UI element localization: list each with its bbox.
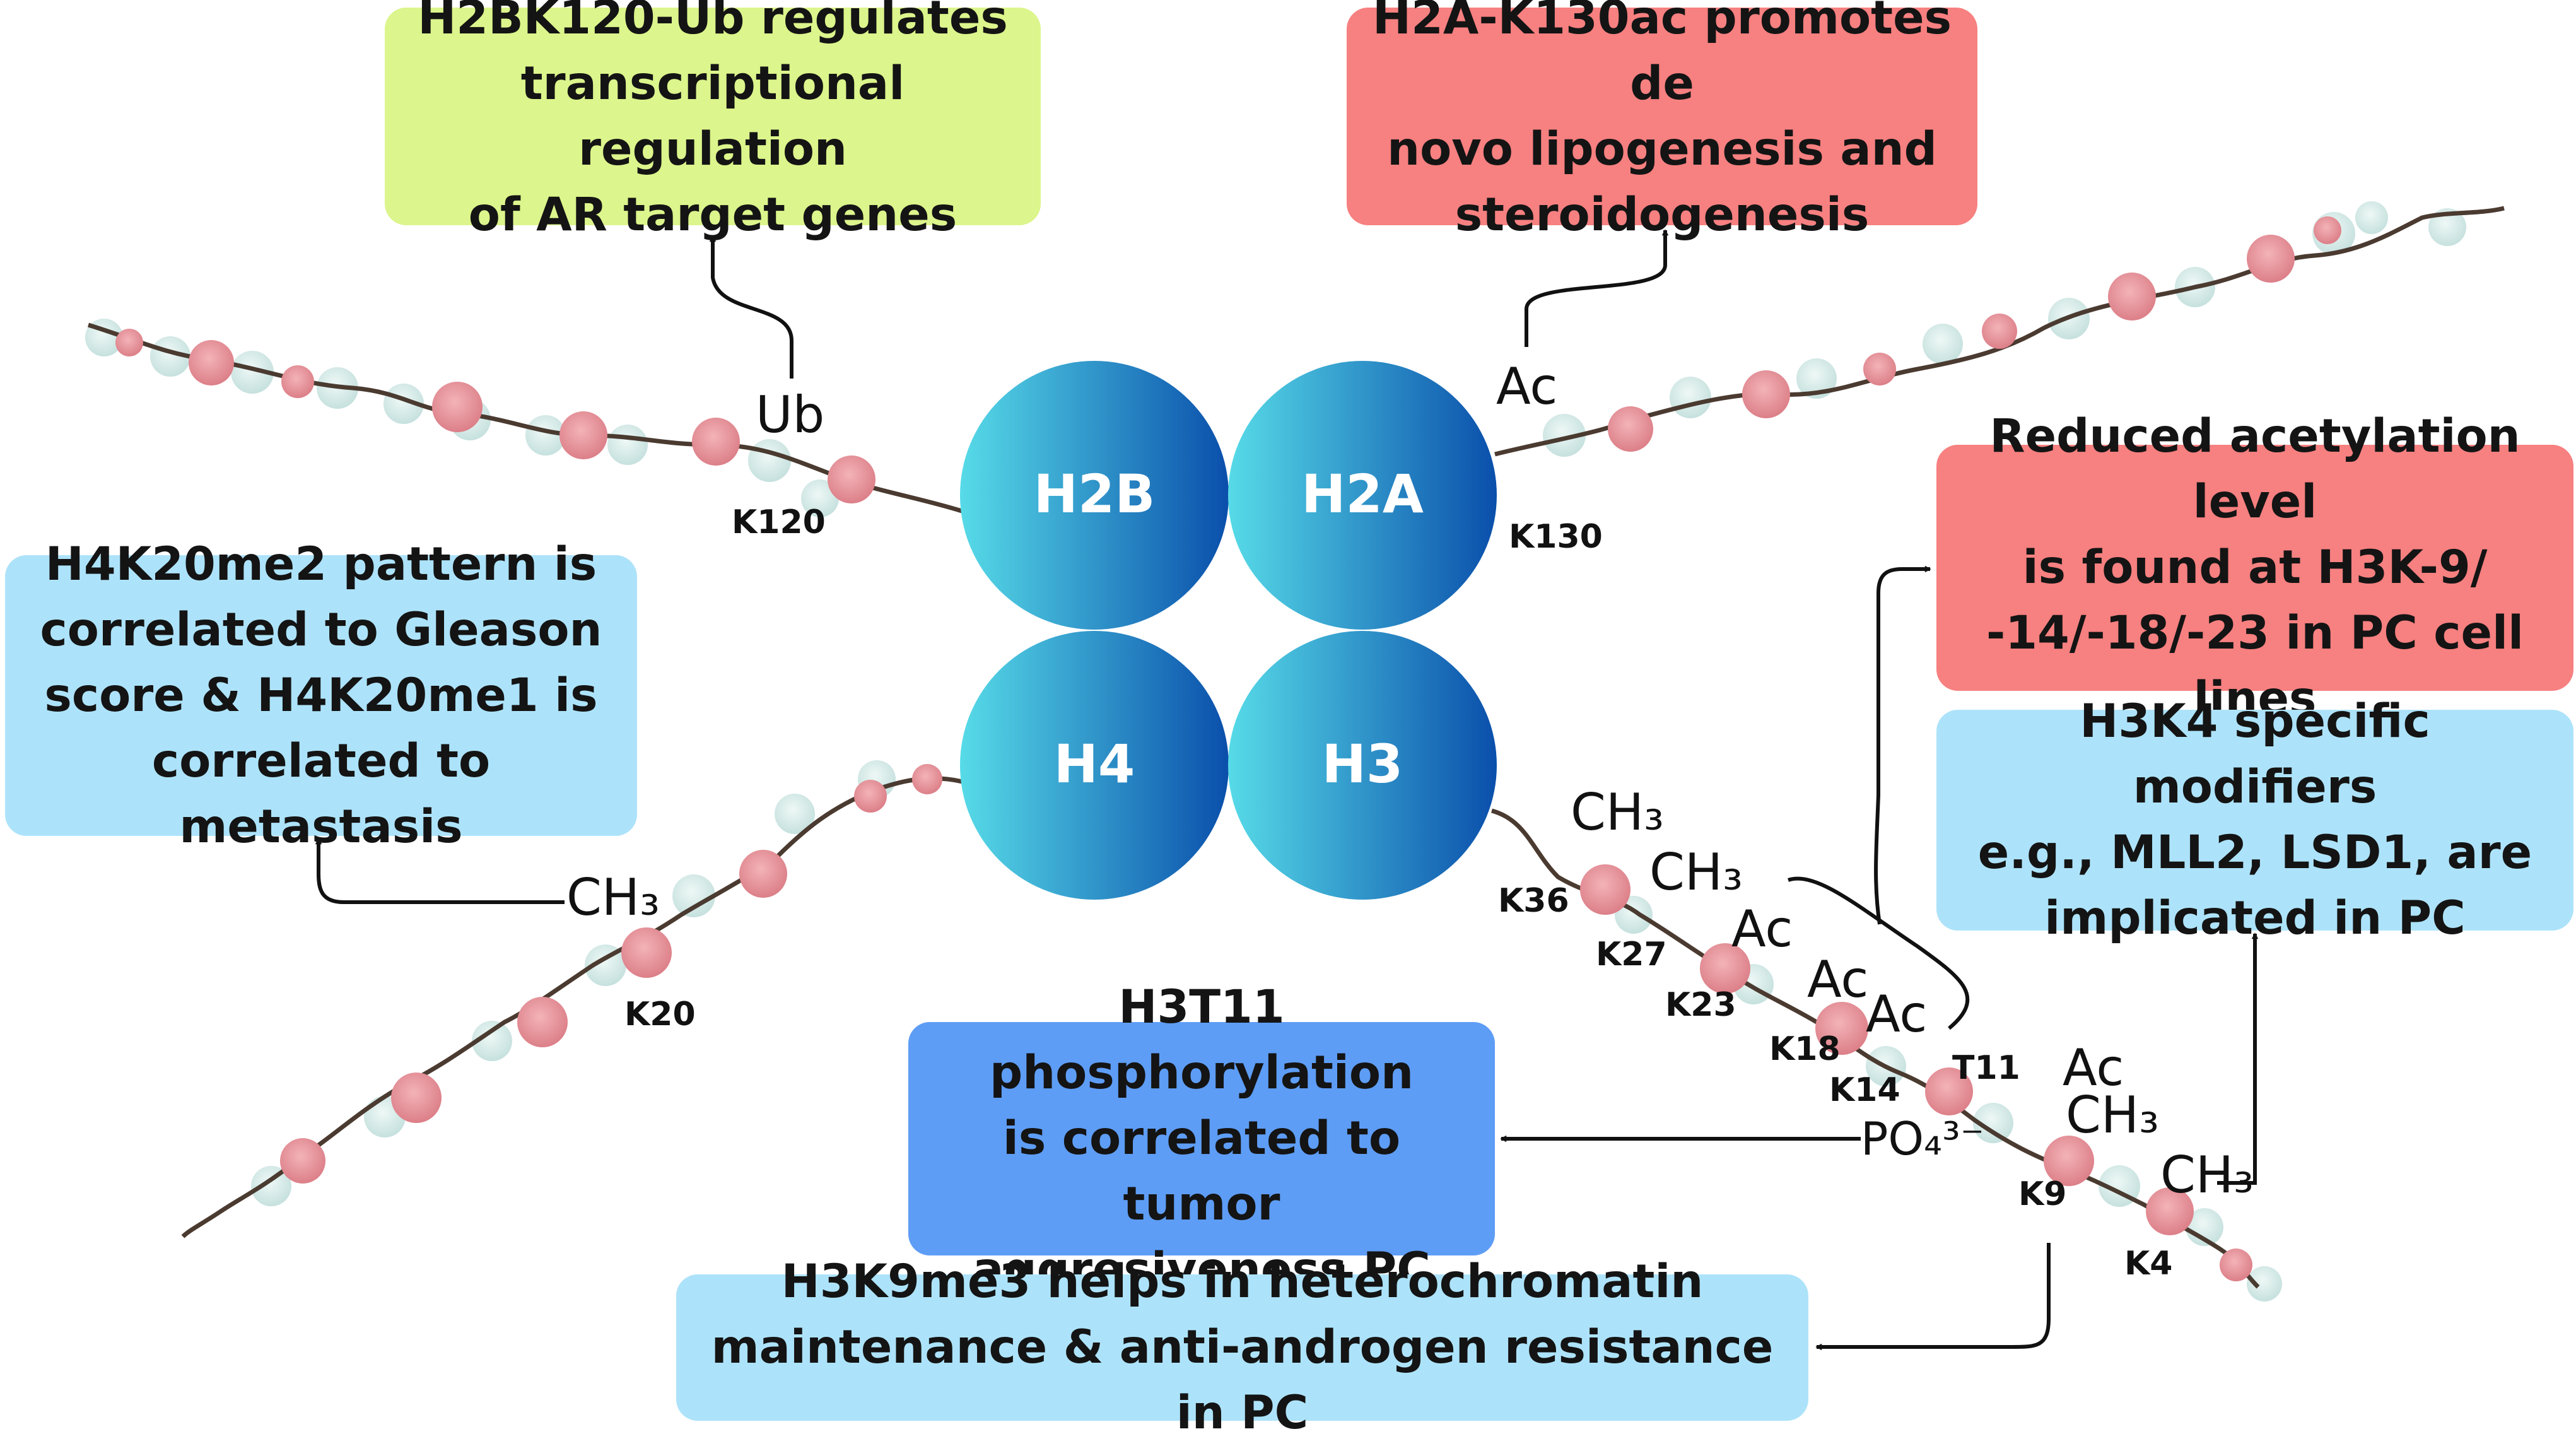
histone-h2b: H2B: [960, 361, 1229, 630]
ch3-to-h4-box-arrow: [319, 839, 565, 904]
h3k4-line-1: H3K4 specific modifiers: [2080, 695, 2430, 814]
ac-mark-k18: Ac: [1807, 950, 1868, 1009]
h3t11-phosphorylation-box: H3T11 phosphorylation is correlated to t…: [908, 980, 1495, 1296]
ac-mark-k23: Ac: [1731, 900, 1793, 958]
ch3-mark-k9: CH₃: [2066, 1086, 2159, 1144]
histone-h3-label: H3: [1322, 733, 1403, 795]
connector-arrows: [319, 230, 2255, 1347]
residue-k4-label: K4: [2124, 1245, 2172, 1283]
h3-tail: [1491, 808, 2282, 1302]
h2a-tail: [1494, 201, 2505, 457]
ac-to-h2a-box-arrow: [1525, 230, 1665, 347]
h3t11-line-1: H3T11 phosphorylation: [989, 980, 1414, 1100]
h3k9me3-line-1: H3K9me3 helps in heterochromatin: [781, 1255, 1704, 1308]
h3t11-line-2: is correlated to tumor: [1002, 1112, 1401, 1231]
h4k20-line-2: correlated to Gleason: [40, 602, 602, 657]
h3k4-line-2: e.g., MLL2, LSD1, are: [1977, 826, 2532, 879]
residue-k27-label: K27: [1596, 936, 1667, 973]
h4k20-line-3: score & H4K20me1 is: [44, 668, 598, 722]
h2bk120-line-3: of AR target genes: [468, 187, 957, 242]
h2ak130-line-3: steroidogenesis: [1455, 187, 1870, 242]
histone-octamer: H2B H2A H4 H3: [960, 361, 1497, 900]
ac-mark-h2a: Ac: [1496, 357, 1557, 416]
residue-k18-label: K18: [1769, 1030, 1841, 1068]
bracket-to-reduced-ac-arrow: [1874, 569, 1930, 925]
ac-bracket: [1788, 876, 1970, 1030]
residue-k130-label: K130: [1509, 518, 1603, 556]
residue-t11-label: T11: [1952, 1049, 2020, 1087]
h2bk120-line-1: H2BK120-Ub regulates: [418, 0, 1008, 45]
h4-tail: [181, 760, 966, 1238]
residue-k36-label: K36: [1498, 882, 1569, 920]
ch3-mark-k4: CH₃: [2160, 1146, 2254, 1204]
h3k4-line-3: implicated in PC: [2044, 891, 2466, 945]
reduced-ac-line-1: Reduced acetylation level: [1989, 409, 2520, 529]
histone-h2b-label: H2B: [1034, 463, 1156, 525]
h2bk120-ub-box: H2BK120-Ub regulates transcriptional reg…: [385, 0, 1041, 242]
histone-h2a-label: H2A: [1301, 463, 1424, 525]
residue-k23-label: K23: [1665, 986, 1736, 1024]
ac-mark-k9: Ac: [2063, 1038, 2124, 1097]
h3k9me3-box: H3K9me3 helps in heterochromatin mainten…: [676, 1255, 1808, 1440]
histone-h4-label: H4: [1054, 733, 1135, 795]
reduced-ac-line-2: is found at H3K-9/: [2022, 541, 2488, 594]
h3k4-modifiers-box: H3K4 specific modifiers e.g., MLL2, LSD1…: [1936, 695, 2573, 945]
h2a-k130ac-box: H2A-K130ac promotes de novo lipogenesis …: [1347, 0, 1977, 242]
h4k20-line-4: correlated to metastasis: [151, 734, 491, 854]
h2ak130-line-1: H2A-K130ac promotes de: [1372, 0, 1952, 110]
ac-mark-k14: Ac: [1866, 985, 1927, 1043]
h3k9me3-line-2: maintenance & anti-androgen resistance i…: [711, 1320, 1774, 1440]
residue-k120-label: K120: [732, 503, 826, 541]
ub-mark: Ub: [756, 385, 824, 444]
residue-k14-label: K14: [1829, 1071, 1900, 1109]
po4-mark: PO₄³⁻: [1861, 1112, 1984, 1165]
h2ak130-line-2: novo lipogenesis and: [1387, 122, 1937, 176]
histone-h4: H4: [960, 631, 1229, 900]
histone-h2a: H2A: [1228, 361, 1497, 630]
ch3-mark-k36: CH₃: [1571, 783, 1664, 842]
h2b-tail: [85, 319, 963, 517]
h2bk120-line-2: transcriptional regulation: [520, 56, 905, 176]
ch3-mark-h4: CH₃: [566, 868, 660, 927]
ch3-k4-to-h3k4-box-arrow: [2217, 934, 2255, 1185]
ch3-mark-k27: CH₃: [1649, 843, 1743, 902]
residue-k9-label: K9: [2018, 1175, 2066, 1213]
histone-tails: [85, 201, 2505, 1302]
reduced-acetylation-box: Reduced acetylation level is found at H3…: [1936, 409, 2573, 726]
h4k20-line-1: H4K20me2 pattern is: [45, 537, 597, 591]
histone-h3: H3: [1228, 631, 1497, 900]
ub-to-h2b-box-arrow: [713, 237, 793, 379]
residue-k20-label: K20: [624, 996, 696, 1033]
k9-to-h3k9me3-box-arrow: [1817, 1243, 2051, 1347]
h4k20-box: H4K20me2 pattern is correlated to Gleaso…: [5, 538, 637, 854]
